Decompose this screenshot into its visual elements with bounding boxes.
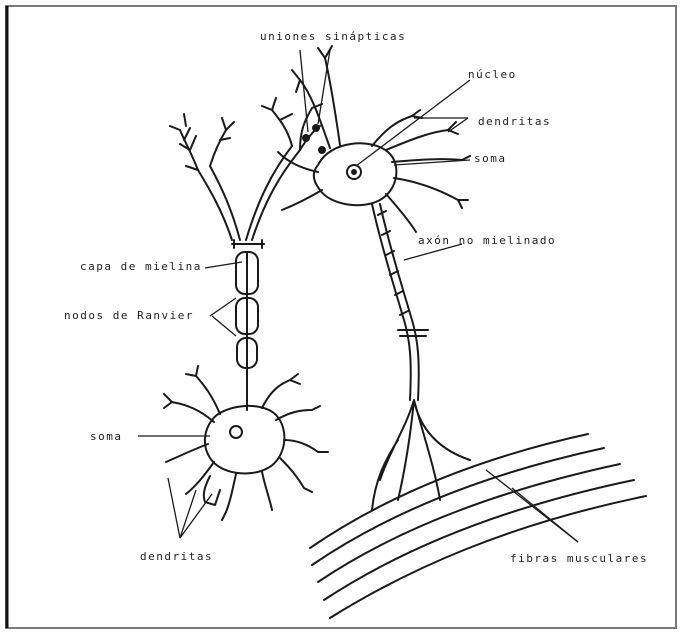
upper-axon-terminals: [372, 400, 470, 510]
label-soma-top: soma: [474, 152, 507, 165]
lower-neuron: [164, 240, 328, 520]
label-axon-no-mielinado: axón no mielinado: [418, 234, 556, 247]
upper-axon: [372, 204, 411, 400]
label-nucleo: núcleo: [468, 68, 517, 81]
label-capa-de-mielina: capa de mielina: [80, 260, 202, 273]
label-nodos-de-ranvier: nodos de Ranvier: [64, 309, 194, 322]
lower-soma: [205, 406, 285, 474]
label-dendritas-top: dendritas: [478, 115, 551, 128]
label-soma-bottom: soma: [90, 430, 123, 443]
label-fibras-musculares: fibras musculares: [510, 552, 648, 565]
label-dendritas-bottom: dendritas: [140, 550, 213, 563]
synaptic-branches: [170, 98, 325, 240]
muscle-fibers: [310, 434, 646, 618]
lower-nucleus: [230, 426, 242, 438]
label-uniones-sinapticas: uniones sinápticas: [260, 30, 406, 43]
